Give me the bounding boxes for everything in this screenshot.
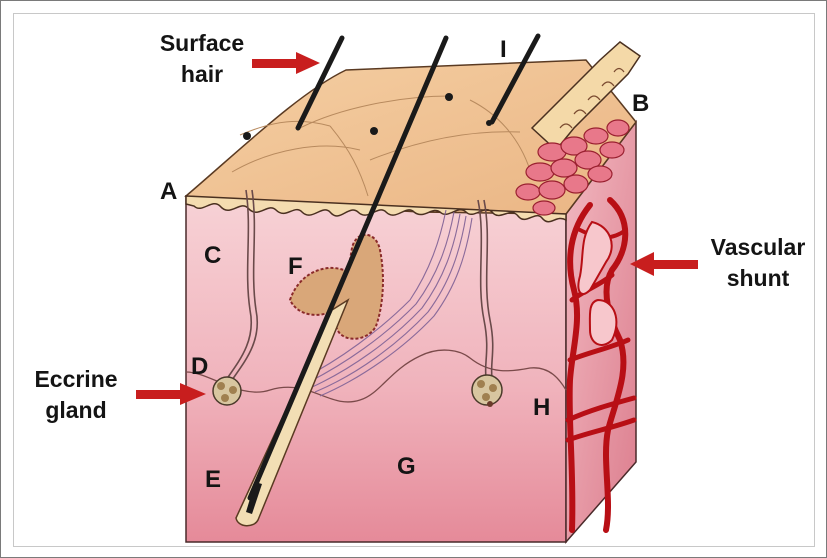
label-eccrine-gland-line1: Eccrine	[34, 366, 117, 392]
letter-c: C	[204, 244, 221, 268]
letter-g: G	[397, 455, 416, 479]
label-surface-hair-line2: hair	[181, 61, 223, 87]
label-surface-hair: Surface hair	[146, 28, 258, 90]
letter-h: H	[533, 396, 550, 420]
letter-e: E	[205, 468, 221, 492]
letter-a: A	[160, 180, 177, 204]
letter-i: I	[500, 38, 507, 62]
letter-d: D	[191, 355, 208, 379]
label-vascular-shunt-line2: shunt	[727, 265, 790, 291]
label-vascular-shunt-line1: Vascular	[711, 234, 806, 260]
letter-b: B	[632, 92, 649, 116]
label-vascular-shunt: Vascular shunt	[696, 232, 820, 294]
letter-f: F	[288, 255, 303, 279]
arrow-surface-hair	[252, 52, 320, 74]
label-eccrine-gland: Eccrine gland	[20, 364, 132, 426]
label-eccrine-gland-line2: gland	[45, 397, 106, 423]
arrow-vascular-shunt	[630, 252, 698, 276]
label-surface-hair-line1: Surface	[160, 30, 244, 56]
eccrine-gland-left	[213, 377, 241, 405]
